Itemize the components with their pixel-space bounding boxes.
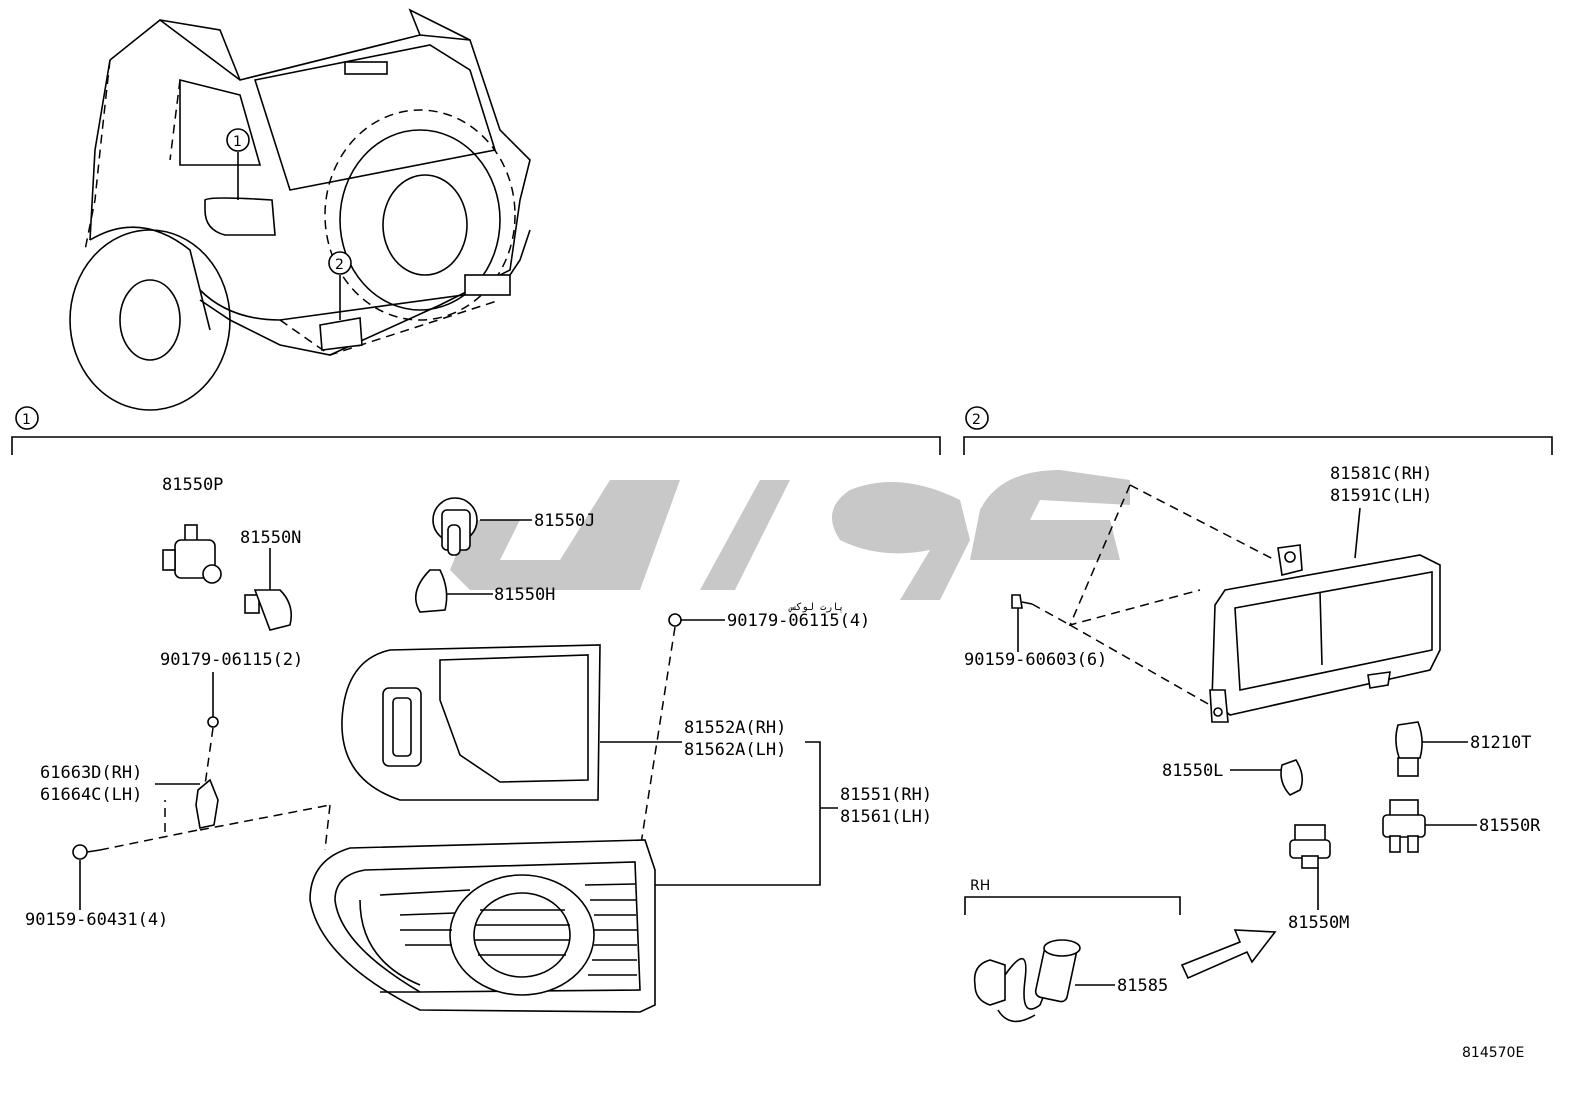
bulb-81550h (414, 569, 448, 613)
label-81550l: 81550L (1162, 761, 1223, 781)
label-90179-06115-4: 90179-06115(4) (727, 611, 870, 631)
label-81562a: 81562A(LH) (684, 740, 786, 760)
socket-81550r (1382, 799, 1426, 853)
label-81581c: 81581C(RH) (1330, 464, 1432, 484)
section-1: 1 81550P 81550N 90179-06115(2) 61663D(RH… (11, 406, 941, 1013)
watermark-text: پارت لوکس (788, 602, 844, 613)
label-81550j: 81550J (534, 511, 595, 531)
watermark-logo: پارت لوکس (450, 470, 1130, 613)
arrow-icon (1180, 929, 1277, 980)
label-90159-60603: 90159-60603(6) (964, 650, 1107, 670)
vehicle-callout-2: 2 (335, 257, 344, 273)
socket-81550j (432, 497, 478, 556)
label-81210t: 81210T (1470, 733, 1531, 753)
section-marker-2: 2 (972, 412, 981, 428)
lens-81552a (341, 644, 601, 801)
vehicle-callout-1: 1 (233, 134, 242, 150)
vehicle-rear-view: 1 2 (69, 8, 531, 411)
label-rh: RH (970, 878, 990, 894)
socket-81550p (162, 524, 222, 584)
wire-socket-81585 (973, 939, 1081, 1023)
label-90159-60431: 90159-60431(4) (25, 910, 168, 930)
label-81550h: 81550H (494, 585, 555, 605)
label-81552a: 81552A(RH) (684, 718, 786, 738)
label-81585: 81585 (1117, 976, 1168, 996)
label-61663d: 61663D(RH) (40, 763, 142, 783)
label-81550p: 81550P (162, 475, 223, 495)
label-61664c: 61664C(LH) (40, 785, 142, 805)
bulb-81550n (244, 589, 293, 631)
socket-81550m (1289, 824, 1331, 869)
label-81551: 81551(RH) (840, 785, 932, 805)
housing-81551 (309, 839, 656, 1013)
bulb-81210t (1395, 721, 1423, 777)
label-90179-06115-2: 90179-06115(2) (160, 650, 303, 670)
label-81561: 81561(LH) (840, 807, 932, 827)
label-81550r: 81550R (1479, 816, 1541, 836)
diagram-id: 814570E (1462, 1045, 1524, 1061)
section-2: 2 81581C(RH) 81591C(LH) 90159-60603(6) (963, 406, 1553, 1023)
reflector-lamp-81581c (1209, 544, 1441, 723)
label-81550n: 81550N (240, 528, 301, 548)
bulb-81550l (1280, 759, 1304, 796)
label-81591c: 81591C(LH) (1330, 486, 1432, 506)
section-marker-1: 1 (22, 412, 31, 428)
label-81550m: 81550M (1288, 913, 1349, 933)
